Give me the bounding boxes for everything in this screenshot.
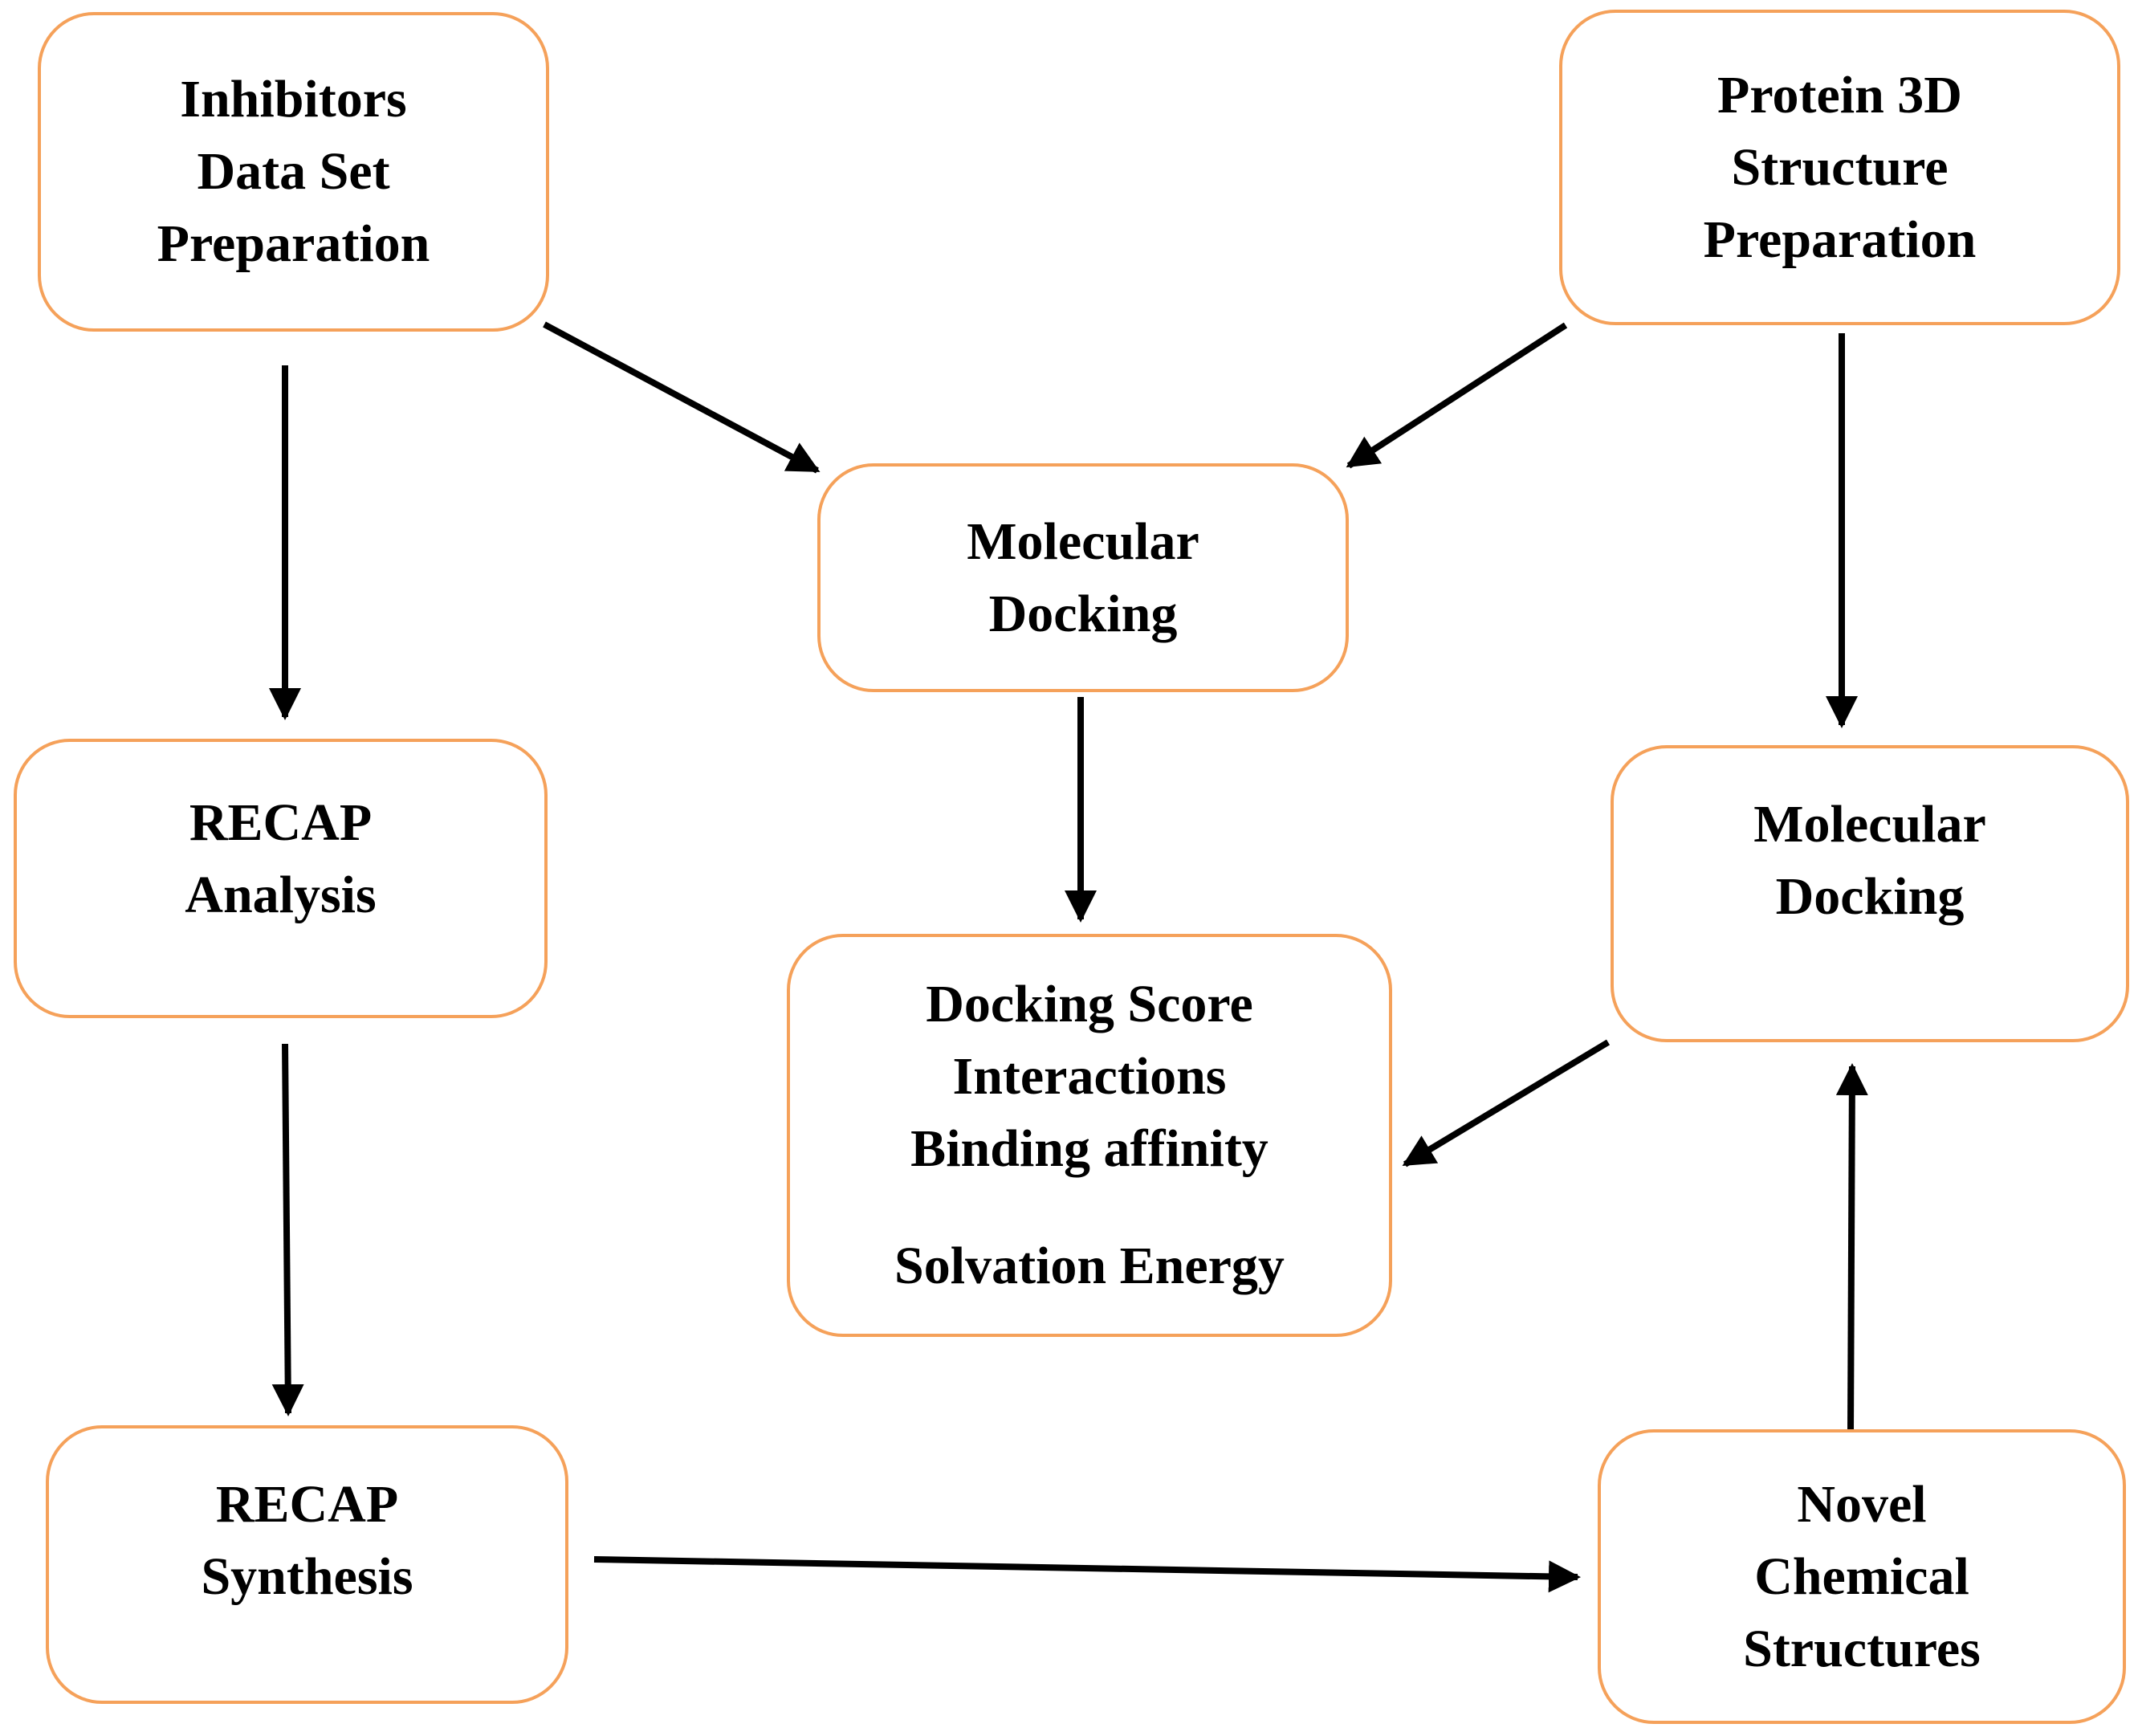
node-label-line: Preparation bbox=[1703, 210, 1977, 269]
node-label-line: Molecular bbox=[967, 511, 1199, 571]
docking-results-box: Docking Score Interactions Binding affin… bbox=[787, 934, 1392, 1337]
molecular-docking-center-box: Molecular Docking bbox=[817, 463, 1349, 692]
arrow-synthesis-to-novel bbox=[593, 1556, 1581, 1593]
node-label-line: Protein 3D bbox=[1717, 66, 1962, 124]
arrow-recap-analysis-to-synthesis bbox=[271, 1043, 304, 1416]
node-label-line: Docking bbox=[1775, 867, 1965, 926]
molecular-docking-right-box: Molecular Docking bbox=[1611, 745, 2129, 1042]
node-label-line: Novel bbox=[1797, 1474, 1927, 1534]
node-label-line: Solvation Energy bbox=[894, 1237, 1285, 1295]
novel-chemical-structures-box: Novel Chemical Structures bbox=[1598, 1429, 2126, 1724]
protein-structure-preparation-box: Protein 3D Structure Preparation bbox=[1559, 10, 2120, 325]
arrow-novel-to-docking-right bbox=[1835, 1063, 1868, 1432]
arrow-protein-to-docking bbox=[1346, 322, 1568, 469]
node-label-line: Docking bbox=[988, 584, 1178, 643]
node-label-line: Chemical bbox=[1754, 1547, 1969, 1606]
arrow-inhibitors-to-docking bbox=[543, 321, 821, 474]
node-label-line: Preparation bbox=[157, 214, 430, 273]
node-label-line: RECAP bbox=[215, 1475, 399, 1534]
node-label-line: Docking Score bbox=[926, 975, 1253, 1033]
arrow-docking-right-to-results bbox=[1402, 1039, 1611, 1168]
node-label-line: Molecular bbox=[1753, 795, 1986, 854]
node-label-line: Binding affinity bbox=[910, 1119, 1269, 1178]
recap-synthesis-box: RECAP Synthesis bbox=[46, 1425, 568, 1704]
node-label-line: Inhibitors bbox=[180, 70, 407, 128]
node-label-line: Data Set bbox=[197, 142, 390, 201]
node-label-line: Structures bbox=[1743, 1619, 1981, 1678]
node-label-line: Synthesis bbox=[201, 1547, 413, 1606]
inhibitors-data-set-preparation-box: Inhibitors Data Set Preparation bbox=[38, 12, 549, 332]
node-label-line: Interactions bbox=[952, 1047, 1227, 1106]
node-label-line: Structure bbox=[1731, 138, 1949, 197]
node-label-line: Analysis bbox=[185, 866, 377, 924]
node-label-line: RECAP bbox=[189, 793, 373, 852]
recap-analysis-box: RECAP Analysis bbox=[14, 739, 548, 1018]
